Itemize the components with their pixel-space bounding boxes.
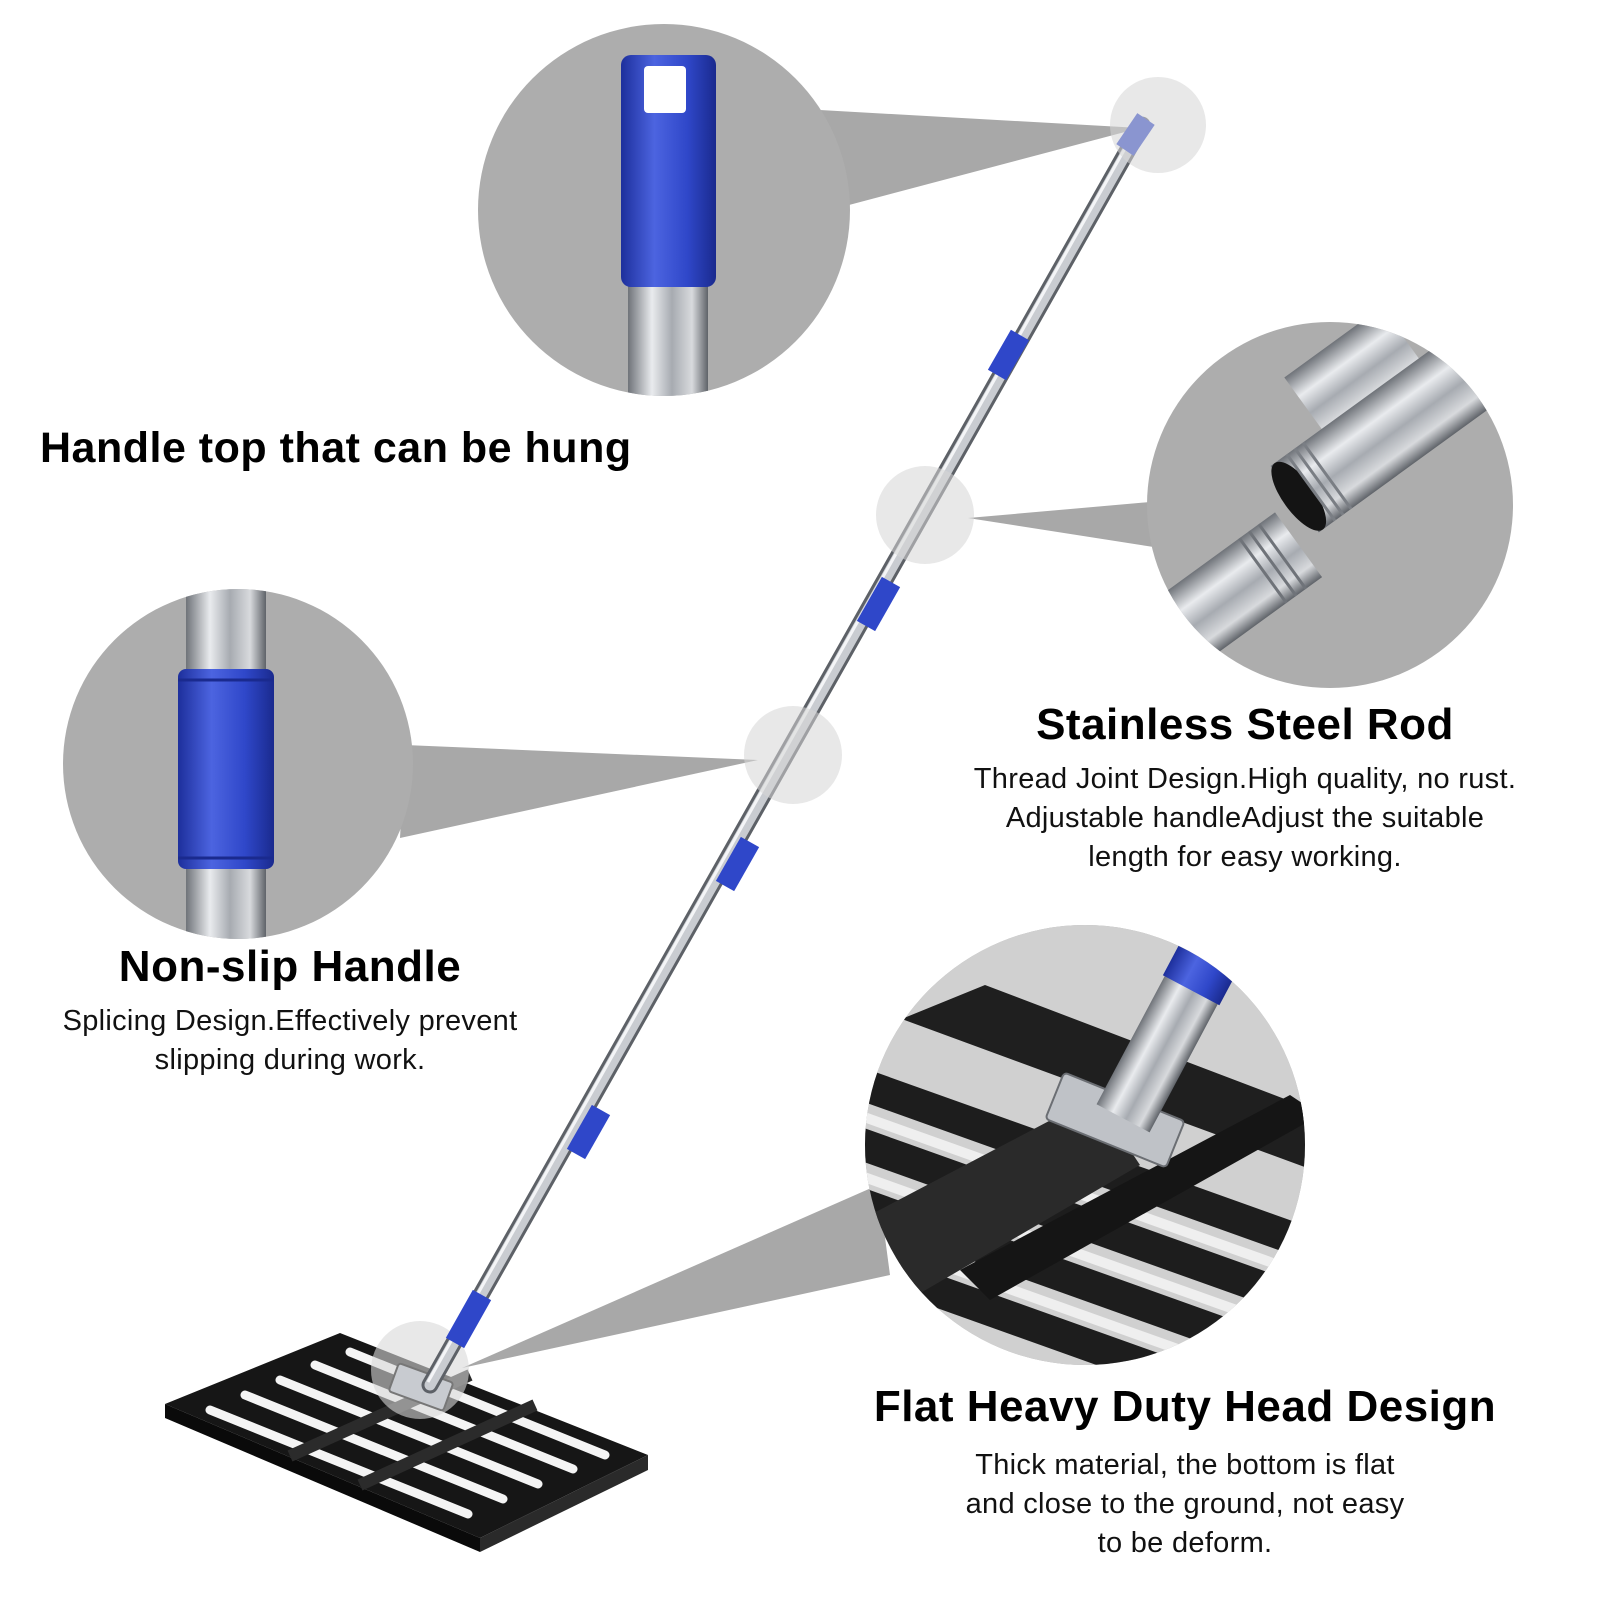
callout-circle-handle-top — [478, 24, 850, 396]
head-design-title: Flat Heavy Duty Head Design — [873, 1382, 1497, 1431]
callout-non-slip-handle: Non-slip Handle Splicing Design.Effectiv… — [30, 942, 550, 1080]
desc-line: Splicing Design.Effectively prevent — [62, 1005, 518, 1037]
telescopic-pole — [421, 77, 1206, 1394]
highlight-grip — [744, 706, 842, 804]
desc-line: length for easy working. — [1088, 841, 1402, 873]
callout-circle-head — [865, 925, 1305, 1365]
desc-line: to be deform. — [1097, 1527, 1273, 1559]
desc-line: Thick material, the bottom is flat — [975, 1449, 1395, 1481]
rake-head — [165, 1321, 648, 1552]
desc-line: and close to the ground, not easy — [965, 1488, 1405, 1520]
handle-top-title: Handle top that can be hung — [40, 424, 632, 472]
steel-rod-desc: Thread Joint Design.High quality, no rus… — [945, 760, 1545, 877]
desc-line: Adjustable handleAdjust the suitable — [1005, 802, 1485, 834]
connector-handle-top — [820, 110, 1140, 205]
callout-handle-top: Handle top that can be hung — [40, 424, 680, 473]
highlight-top — [1110, 77, 1206, 173]
head-design-desc: Thick material, the bottom is flat and c… — [865, 1446, 1505, 1563]
desc-line: slipping during work. — [154, 1044, 426, 1076]
non-slip-handle-title: Non-slip Handle — [118, 942, 462, 991]
connector-head — [462, 1185, 890, 1368]
non-slip-handle-desc: Splicing Design.Effectively prevent slip… — [30, 1002, 550, 1080]
connector-steel-rod — [968, 502, 1160, 548]
desc-line: Thread Joint Design.High quality, no rus… — [973, 763, 1517, 795]
callout-circle-steel-rod — [1147, 322, 1513, 688]
highlight-joint — [876, 466, 974, 564]
callout-connectors — [400, 110, 1160, 1368]
callout-steel-rod: Stainless Steel Rod Thread Joint Design.… — [945, 700, 1545, 877]
callout-circle-non-slip-handle — [63, 589, 413, 939]
steel-rod-title: Stainless Steel Rod — [1036, 700, 1454, 749]
connector-non-slip-handle — [400, 745, 758, 838]
callout-head-design: Flat Heavy Duty Head Design Thick materi… — [865, 1382, 1505, 1563]
